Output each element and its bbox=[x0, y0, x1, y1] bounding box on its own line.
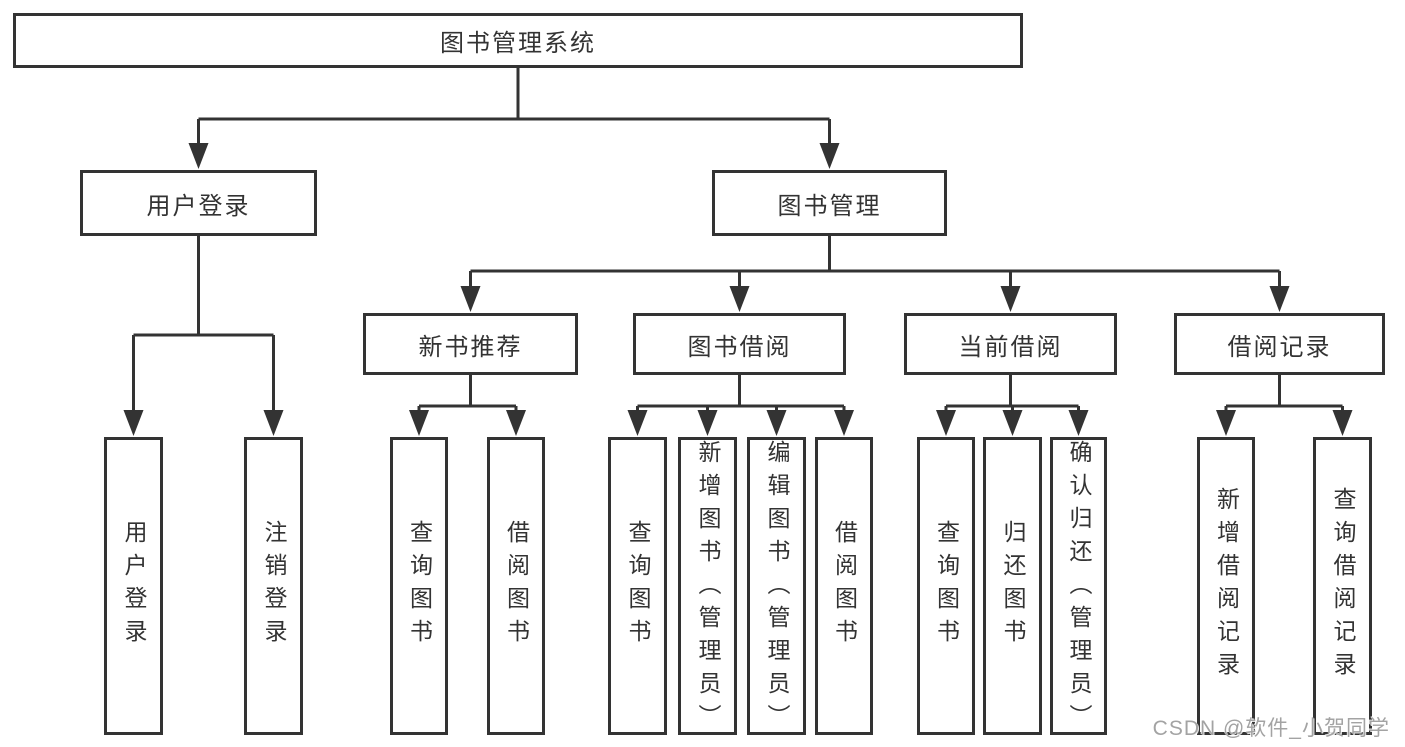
node-current-borrow: 当前借阅 bbox=[904, 313, 1117, 375]
leaf-label: 查询图书 bbox=[625, 520, 651, 652]
node-new-book-recommend: 新书推荐 bbox=[363, 313, 578, 375]
node-user-login: 用户登录 bbox=[80, 170, 317, 236]
leaf-edit-books-admin: 编辑图书（管理员） bbox=[747, 437, 806, 737]
leaf-borrow-books: 借阅图书 bbox=[815, 437, 873, 735]
arrowhead bbox=[697, 410, 718, 436]
leaf-label: 归还图书 bbox=[1000, 520, 1026, 652]
leaf-label: 注销登录 bbox=[261, 520, 287, 652]
leaf-add-borrow-record: 新增借阅记录 bbox=[1197, 437, 1255, 735]
node-book-borrow: 图书借阅 bbox=[633, 313, 846, 375]
node-label: 图书管理系统 bbox=[440, 30, 596, 57]
node-root-library-management-system: 图书管理系统 bbox=[13, 13, 1023, 68]
leaf-confirm-return-admin: 确认归还（管理员） bbox=[1050, 437, 1107, 737]
arrowhead bbox=[819, 143, 840, 169]
arrowhead bbox=[263, 410, 284, 436]
arrowhead bbox=[1269, 286, 1290, 312]
node-label: 图书管理 bbox=[777, 192, 882, 220]
arrowhead bbox=[409, 410, 429, 436]
node-label: 用户登录 bbox=[146, 192, 251, 220]
arrowhead bbox=[627, 410, 648, 436]
leaf-label: 新增借阅记录 bbox=[1213, 487, 1240, 685]
arrowhead bbox=[1002, 410, 1023, 436]
connector-borrow-records-to-leaves bbox=[1216, 375, 1353, 436]
leaf-label: 借阅图书 bbox=[831, 520, 858, 652]
arrowhead bbox=[460, 286, 481, 312]
connector-user-login-to-leaves bbox=[123, 236, 284, 436]
arrowhead bbox=[1068, 410, 1089, 436]
leaf-borrow-books-recommend: 借阅图书 bbox=[487, 437, 545, 735]
arrowhead bbox=[936, 410, 956, 436]
leaf-label: 借阅图书 bbox=[503, 520, 530, 652]
node-label: 借阅记录 bbox=[1227, 333, 1332, 361]
leaf-label: 查询图书 bbox=[933, 520, 960, 652]
leaf-query-books-recommend: 查询图书 bbox=[390, 437, 448, 735]
node-label: 当前借阅 bbox=[958, 333, 1063, 361]
arrowhead bbox=[123, 410, 144, 436]
node-label: 图书借阅 bbox=[687, 333, 792, 361]
leaf-add-books-admin: 新增图书（管理员） bbox=[678, 437, 737, 737]
arrowhead bbox=[766, 410, 787, 436]
node-book-management: 图书管理 bbox=[712, 170, 947, 236]
node-label: 新书推荐 bbox=[418, 333, 523, 361]
leaf-label: 查询借阅记录 bbox=[1330, 487, 1356, 685]
connector-root-to-level2 bbox=[188, 68, 840, 169]
connector-book-borrow-to-leaves bbox=[627, 375, 854, 436]
leaf-label: 新增图书（管理员） bbox=[695, 440, 721, 737]
arrowhead bbox=[506, 410, 526, 436]
leaf-query-books-borrow: 查询图书 bbox=[608, 437, 667, 735]
leaf-query-borrow-record: 查询借阅记录 bbox=[1313, 437, 1372, 735]
leaf-label: 查询图书 bbox=[406, 520, 433, 652]
connector-current-borrow-to-leaves bbox=[936, 375, 1089, 436]
arrowhead bbox=[1216, 410, 1236, 436]
node-borrow-records: 借阅记录 bbox=[1174, 313, 1385, 375]
connector-new-book-recommend-to-leaves bbox=[409, 375, 526, 436]
leaf-query-books-current: 查询图书 bbox=[917, 437, 975, 735]
watermark: CSDN @软件_小贺同学 bbox=[1152, 717, 1390, 740]
arrowhead bbox=[188, 143, 209, 169]
leaf-logout-login: 注销登录 bbox=[244, 437, 303, 735]
arrowhead bbox=[1000, 286, 1021, 312]
arrowhead bbox=[834, 410, 854, 436]
arrowhead bbox=[729, 286, 750, 312]
leaf-label: 编辑图书（管理员） bbox=[764, 440, 790, 737]
leaf-label: 确认归还（管理员） bbox=[1066, 440, 1092, 737]
connector-book-management-to-level3 bbox=[460, 236, 1290, 312]
leaf-label: 用户登录 bbox=[121, 520, 147, 652]
leaf-return-books: 归还图书 bbox=[983, 437, 1042, 735]
leaf-user-login: 用户登录 bbox=[104, 437, 163, 735]
arrowhead bbox=[1332, 410, 1353, 436]
